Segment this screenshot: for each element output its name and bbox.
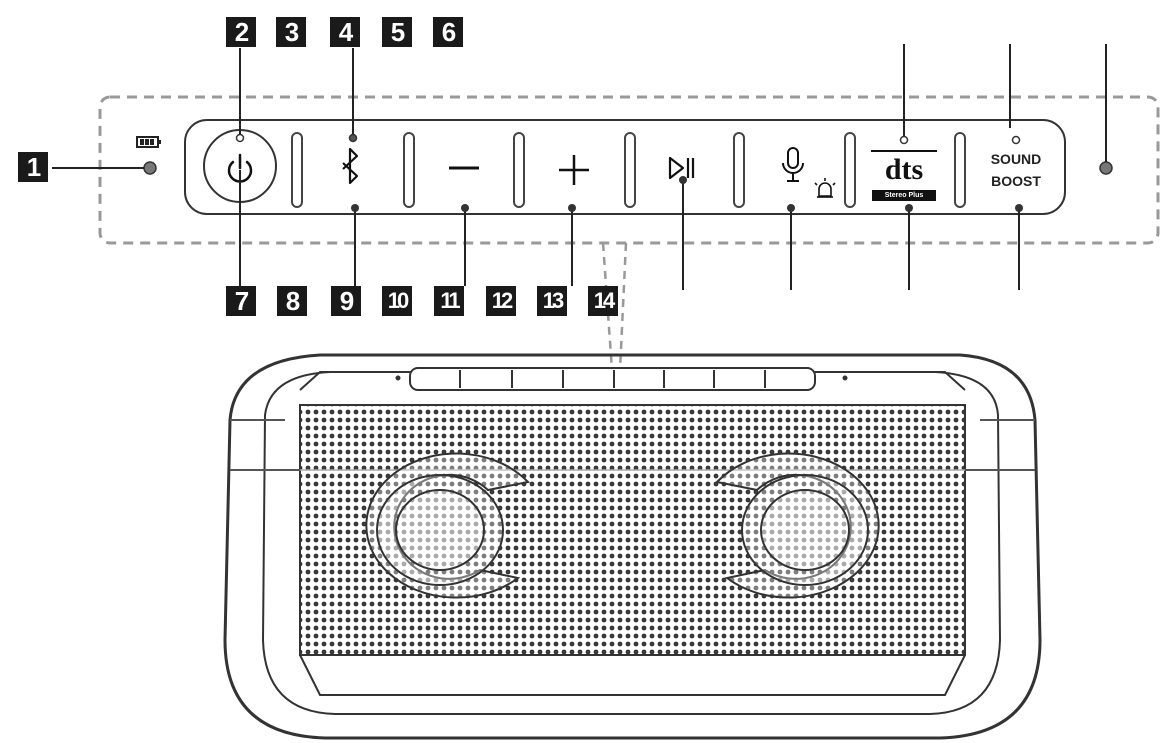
- callout-13: 13: [537, 286, 567, 316]
- callout-8: 8: [277, 286, 307, 316]
- callout-12: 12: [486, 286, 516, 316]
- leader-lines: [52, 44, 1107, 290]
- speaker-bottom-band: [299, 654, 966, 696]
- sound-boost-led: [1011, 135, 1021, 145]
- bluetooth-led: [348, 133, 358, 143]
- play-pause-icon[interactable]: [668, 156, 695, 180]
- dts-led: [899, 135, 909, 145]
- callout-4: 4: [330, 17, 360, 47]
- battery-led: [143, 161, 157, 175]
- speaker-left-driver: [365, 452, 530, 599]
- battery-icon: [136, 136, 161, 148]
- light-icon: [814, 178, 836, 198]
- callout-3: 3: [276, 17, 306, 47]
- speaker-button-strip: [409, 367, 816, 391]
- callout-6: 6: [433, 17, 463, 47]
- bluetooth-icon: [342, 147, 359, 185]
- sound-boost-label-line2: BOOST: [991, 173, 1041, 189]
- callout-1: 1: [18, 152, 48, 182]
- speaker-inner-shell: [261, 371, 1002, 715]
- separators: [291, 132, 966, 208]
- mic-hole: [1099, 161, 1113, 175]
- plus-icon[interactable]: [559, 155, 589, 185]
- microphone-icon[interactable]: [782, 147, 804, 182]
- dts-logo: dts: [884, 153, 924, 186]
- sound-boost-label-line1: SOUND: [990, 151, 1042, 167]
- speaker-illustration: [223, 353, 1042, 740]
- dts-subtitle: Stereo Plus: [872, 190, 936, 201]
- callout-7: 7: [226, 286, 256, 316]
- panel-dashed-outline: [98, 95, 1160, 245]
- speaker-right-driver: [715, 452, 880, 599]
- speaker-grille: [299, 404, 966, 656]
- callout-2: 2: [226, 17, 256, 47]
- callout-10: 10: [382, 286, 412, 316]
- callout-14: 14: [588, 286, 618, 316]
- callout-5: 5: [382, 17, 412, 47]
- callout-9: 9: [331, 286, 361, 316]
- leader-dots: [351, 176, 1023, 212]
- power-led: [235, 133, 245, 143]
- speaker-outer-shell: [223, 353, 1042, 740]
- callout-11: 11: [434, 286, 464, 316]
